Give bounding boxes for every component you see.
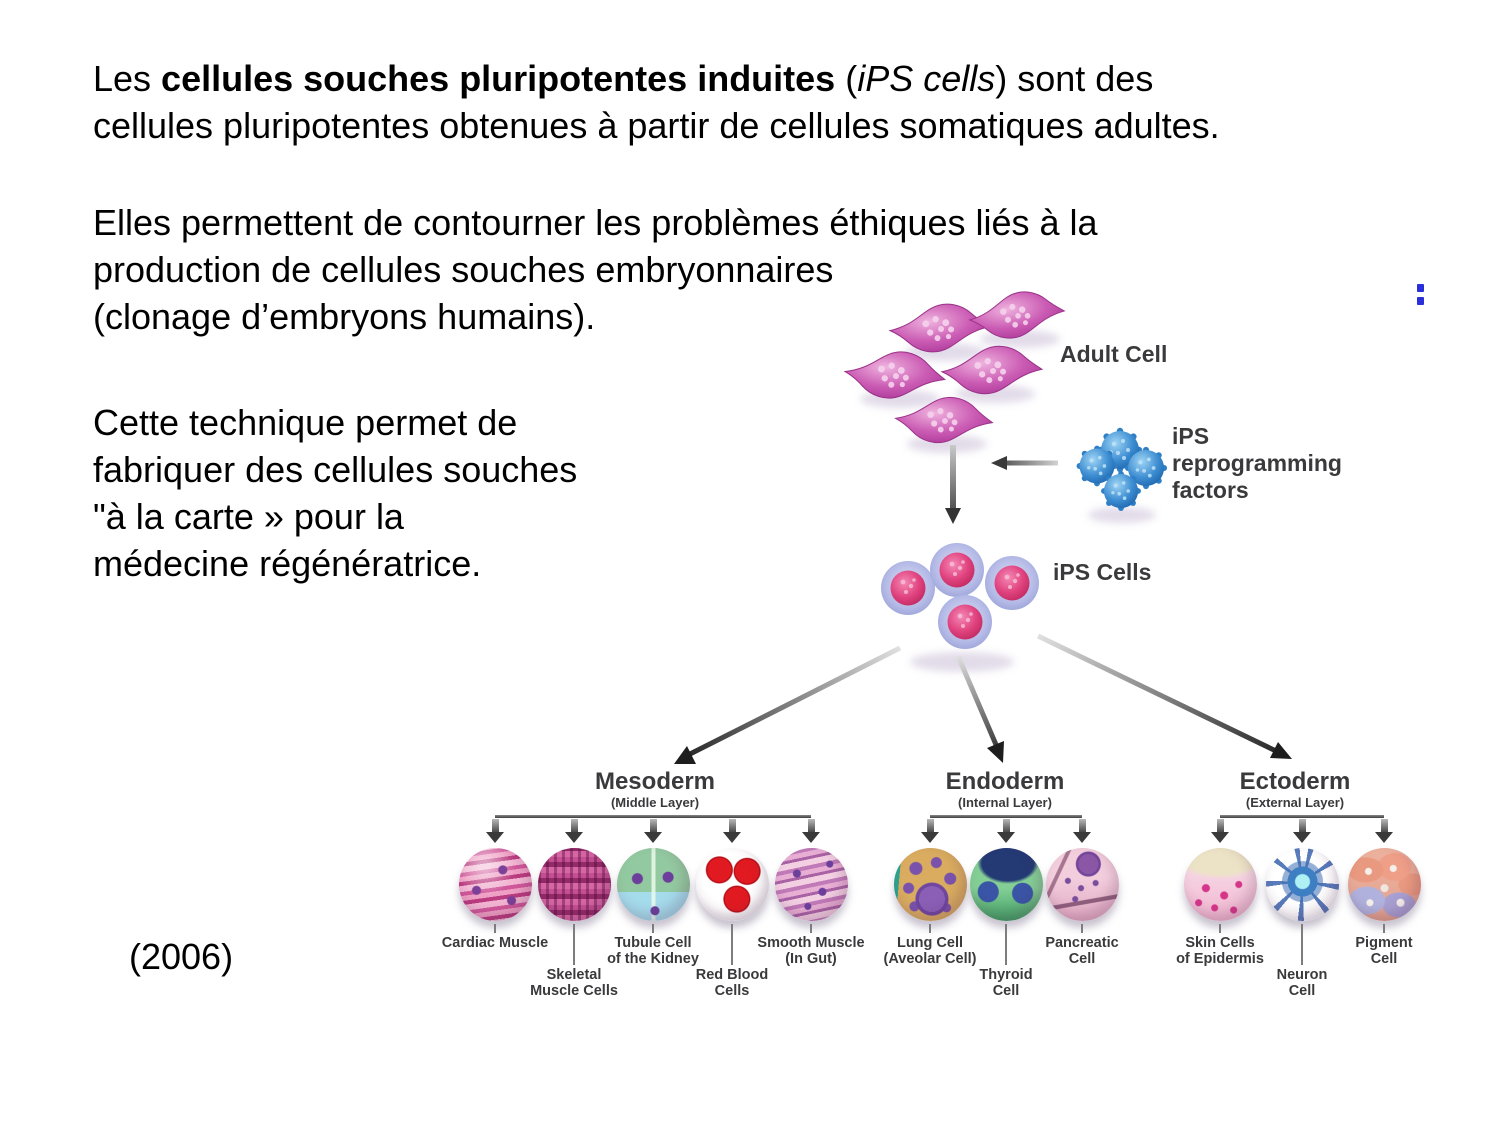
adult-cell-label: Adult Cell: [1060, 341, 1168, 367]
arrow-to-endoderm: [955, 655, 1004, 763]
ips-diagram-illustration: [674, 287, 1292, 764]
cell-column-kidney-tubule: Tubule Cell of the Kidney: [578, 819, 728, 967]
reprogramming-factors-label: iPS reprogramming factors: [1172, 423, 1342, 503]
label-tick: [1219, 924, 1221, 933]
cell-label: Smooth Muscle (In Gut): [757, 935, 865, 967]
label-tick: [573, 924, 575, 965]
cell-image-kidney-tubule: [616, 848, 690, 921]
paragraph-intro-bold: cellules souches pluripotentes induites: [161, 58, 836, 99]
cell-column-pigment: Pigment Cell: [1309, 819, 1459, 967]
arrow-to-mesoderm: [674, 645, 902, 764]
cell-image-cardiac-muscle: [458, 848, 532, 921]
label-tick: [1005, 924, 1007, 965]
mesoderm-subtitle: (Middle Layer): [610, 795, 700, 810]
down-arrow-icon: [1293, 819, 1311, 846]
cell-label: Pigment Cell: [1355, 935, 1413, 967]
paragraph-intro-prefix: Les: [93, 58, 162, 99]
label-tick: [810, 924, 812, 933]
paragraph-intro: Les cellules souches pluripotentes indui…: [93, 55, 1458, 149]
cell-label: Thyroid Cell: [979, 967, 1033, 999]
down-arrow-icon: [486, 819, 504, 846]
blue-text-artifact: [1417, 284, 1424, 311]
down-arrow-icon: [1211, 819, 1229, 846]
cell-column-skeletal-muscle: Skeletal Muscle Cells: [499, 819, 649, 999]
paragraph-ethics: Elles permettent de contourner les probl…: [93, 202, 1098, 337]
down-arrow-icon: [921, 819, 939, 846]
cell-image-red-blood: [695, 848, 769, 921]
cell-label: Tubule Cell of the Kidney: [607, 935, 699, 967]
cell-column-neuron: Neuron Cell: [1227, 819, 1377, 999]
bracket-line: [1220, 815, 1384, 818]
down-arrow-icon: [644, 819, 662, 846]
cell-column-cardiac-muscle: Cardiac Muscle: [420, 819, 570, 951]
cell-label: Neuron Cell: [1276, 967, 1328, 999]
cell-image-lung: [893, 848, 967, 921]
cell-image-thyroid: [969, 848, 1043, 921]
year-note: (2006): [129, 936, 234, 977]
mesoderm-section: Mesoderm (Middle Layer) Cardiac Muscle S…: [442, 768, 865, 1018]
adult-cells-illustration: [842, 287, 1068, 453]
cell-label: Skin Cells of Epidermis: [1176, 935, 1264, 967]
down-arrow-icon: [1073, 819, 1091, 846]
endoderm-section: Endoderm (Internal Layer) Lung Cell (Ave…: [884, 768, 1120, 1018]
label-tick: [652, 924, 654, 933]
ips-cells-label: iPS Cells: [1053, 559, 1152, 585]
cell-column-lung: Lung Cell (Aveolar Cell): [855, 819, 1005, 967]
cell-label: Cardiac Muscle: [441, 935, 549, 951]
cell-image-pancreatic: [1045, 848, 1119, 921]
ectoderm-section: Ectoderm (External Layer) Skin Cells of …: [1176, 768, 1421, 1018]
endoderm-title: Endoderm: [945, 768, 1065, 795]
down-arrow-icon: [723, 819, 741, 846]
cell-label: Pancreatic Cell: [1045, 935, 1119, 967]
paragraph-intro-rest: ) sont des cellules pluripotentes obtenu…: [93, 58, 1220, 146]
cell-image-neuron: [1265, 848, 1339, 921]
cell-image-smooth-muscle: [774, 848, 848, 921]
paragraph-intro-italic: iPS cells: [857, 58, 996, 99]
mesoderm-title: Mesoderm: [594, 768, 716, 795]
cell-image-skeletal-muscle: [537, 848, 611, 921]
cell-column-skin: Skin Cells of Epidermis: [1145, 819, 1295, 967]
bracket-line: [495, 815, 811, 818]
paragraph-technique: Cette technique permet de fabriquer des …: [93, 402, 578, 584]
label-tick: [1081, 924, 1083, 933]
cell-label: Red Blood Cells: [695, 967, 769, 999]
endoderm-subtitle: (Internal Layer): [958, 795, 1052, 810]
label-tick: [929, 924, 931, 933]
label-tick: [1383, 924, 1385, 933]
cell-column-thyroid: Thyroid Cell: [931, 819, 1081, 999]
cell-label: Lung Cell (Aveolar Cell): [883, 935, 977, 967]
blue-dot: [1417, 297, 1424, 305]
paragraph-intro-mid: (: [835, 58, 858, 99]
cell-column-red-blood: Red Blood Cells: [657, 819, 807, 999]
down-arrow-icon: [1375, 819, 1393, 846]
cell-label: Skeletal Muscle Cells: [530, 967, 618, 999]
reprogramming-factors-illustration: [1076, 427, 1168, 523]
blue-dot: [1417, 284, 1424, 292]
left-arrow-icon: [991, 456, 1058, 470]
ectoderm-subtitle: (External Layer): [1245, 795, 1345, 810]
cell-column-smooth-muscle: Smooth Muscle (In Gut): [736, 819, 886, 967]
cell-image-skin: [1183, 848, 1257, 921]
bracket-line: [930, 815, 1082, 818]
down-arrow-icon: [802, 819, 820, 846]
ips-cells-illustration: [881, 543, 1039, 672]
ectoderm-title: Ectoderm: [1239, 768, 1351, 795]
label-tick: [1301, 924, 1303, 965]
label-tick: [731, 924, 733, 965]
cell-column-pancreatic: Pancreatic Cell: [1007, 819, 1157, 967]
label-tick: [494, 924, 496, 933]
down-arrow-icon: [565, 819, 583, 846]
down-arrow-icon: [945, 445, 961, 524]
down-arrow-icon: [997, 819, 1015, 846]
arrow-to-ectoderm: [1036, 633, 1292, 759]
cell-image-pigment: [1347, 848, 1421, 921]
